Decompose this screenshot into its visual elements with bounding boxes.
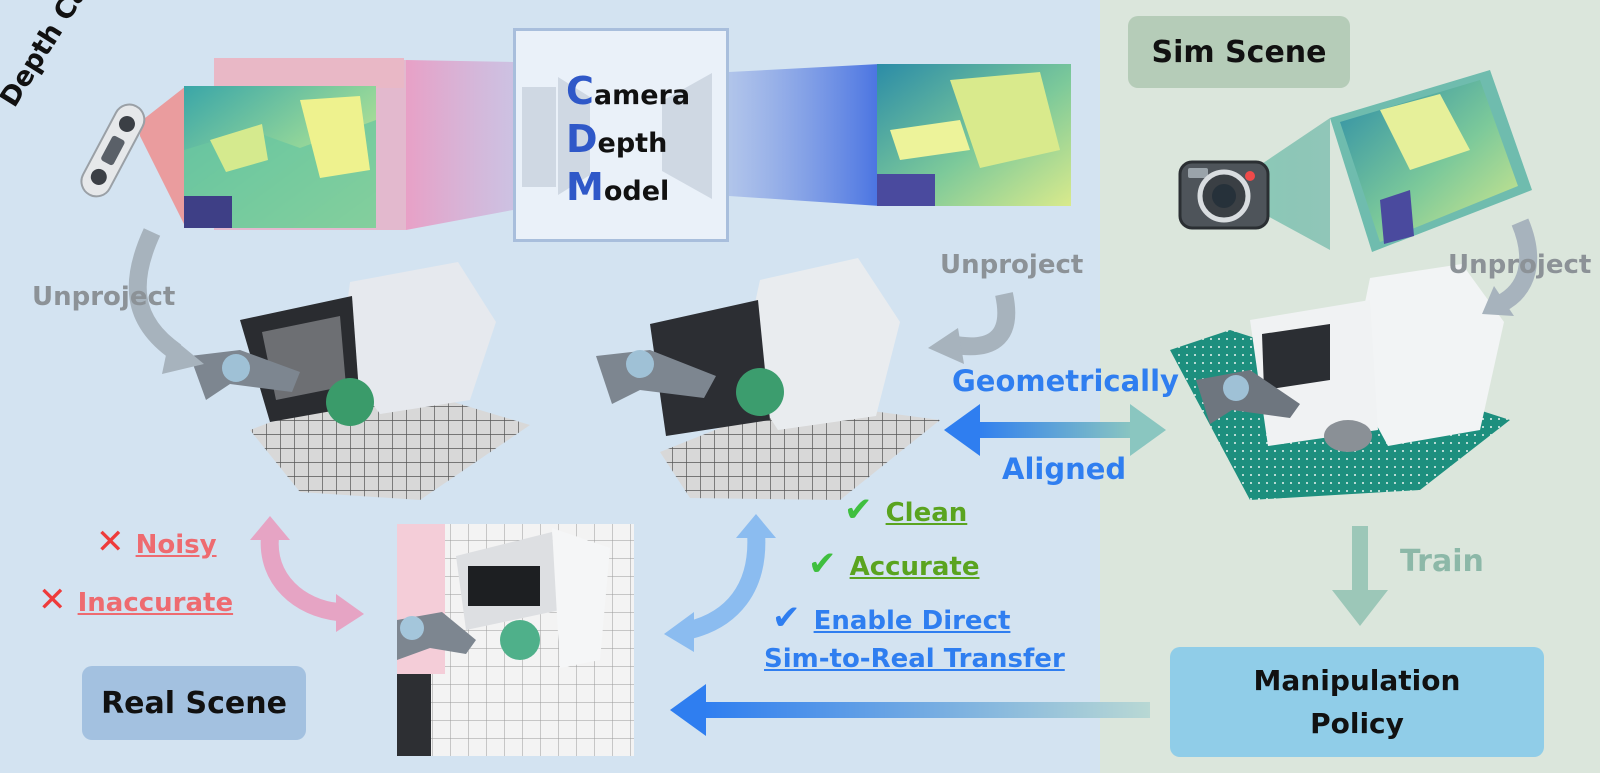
sim-depth-image (1238, 70, 1532, 252)
check-icon: ✔ (772, 598, 801, 638)
policy-line1: Manipulation (1253, 663, 1461, 697)
positive-text-continuation: Sim-to-Real Transfer (764, 644, 1065, 674)
real-scene-label: Real Scene (82, 666, 306, 740)
positive-text: Clean (885, 498, 968, 528)
unproject-label-sim: Unproject (1448, 250, 1592, 280)
geometrically-label: Geometrically (952, 364, 1179, 398)
depth-image-output (877, 64, 1071, 206)
train-label: Train (1400, 544, 1484, 579)
policy-line2: Policy (1310, 707, 1404, 740)
cdm-line-model: Model (566, 165, 670, 209)
depth-image-input (184, 86, 376, 228)
point-cloud-noisy (190, 262, 530, 500)
cross-icon: ✕ (96, 522, 125, 562)
cdm-line-camera: Camera (566, 69, 691, 113)
camera-icon (1178, 160, 1270, 230)
positive-text: Accurate (849, 552, 980, 582)
unproject-label-real: Unproject (32, 282, 176, 312)
point-cloud-sim (1170, 264, 1510, 500)
negative-item-inaccurate: ✕ Inaccurate (38, 580, 233, 620)
cross-icon: ✕ (38, 580, 67, 620)
real-scene-photo (397, 524, 634, 756)
positive-text: Enable Direct (813, 606, 1011, 636)
camera-frustum (140, 86, 186, 228)
positive-item-accurate: ✔ Accurate (808, 544, 979, 584)
cdm-line-depth: Depth (566, 117, 668, 161)
positive-item-transfer: ✔ Enable Direct (772, 598, 1010, 638)
unproject-label-model: Unproject (940, 250, 1084, 280)
depth-camera-icon (80, 103, 146, 198)
negative-item-noisy: ✕ Noisy (96, 522, 217, 562)
manipulation-policy-box: Manipulation Policy (1170, 647, 1544, 757)
aligned-label: Aligned (1002, 452, 1127, 486)
check-icon: ✔ (808, 544, 837, 584)
camera-depth-model-box: Camera Depth Model (513, 28, 729, 242)
point-cloud-clean (596, 258, 940, 500)
negative-text: Noisy (135, 530, 217, 560)
negative-text: Inaccurate (77, 588, 234, 618)
positive-item-clean: ✔ Clean (844, 490, 967, 530)
cdm-network-icon (522, 73, 712, 199)
sim-scene-label: Sim Scene (1128, 16, 1350, 88)
check-icon: ✔ (844, 490, 873, 530)
